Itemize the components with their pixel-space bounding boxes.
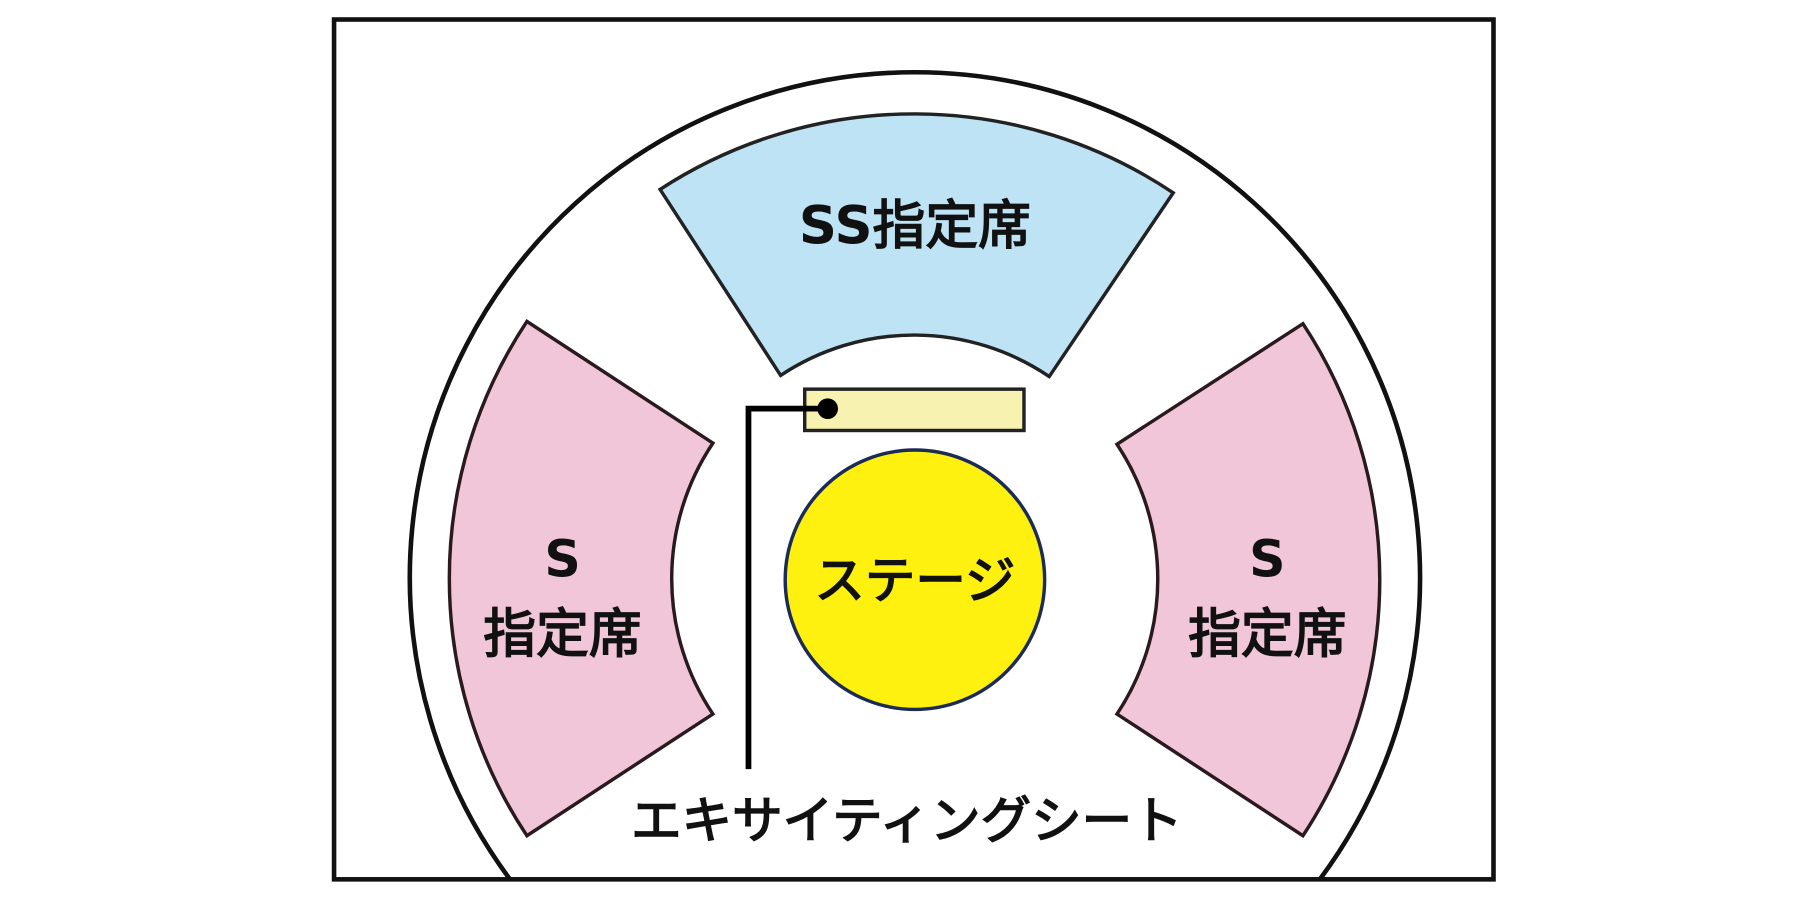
s-right-label-line2: 指定席 (1188, 604, 1346, 665)
exciting-seat-area[interactable] (802, 387, 1026, 433)
map-frame (331, 17, 1496, 882)
stage-label: ステージ (814, 551, 1015, 610)
exciting-seat-leader-line (745, 405, 828, 770)
ss-section[interactable] (657, 112, 1176, 379)
s-left-label-line1: S (544, 529, 580, 588)
s-left-label-line2: 指定席 (483, 604, 641, 665)
stage[interactable] (783, 448, 1047, 712)
exciting-seat-marker-dot (817, 398, 839, 420)
s-section-right[interactable] (1114, 321, 1382, 839)
venue-outline (407, 69, 1423, 881)
exciting-seat-label: エキサイティングシート (631, 791, 1182, 850)
s-section-left[interactable] (447, 319, 716, 839)
s-right-label-line1: S (1249, 529, 1285, 588)
ss-section-label: SS指定席 (799, 195, 1031, 256)
